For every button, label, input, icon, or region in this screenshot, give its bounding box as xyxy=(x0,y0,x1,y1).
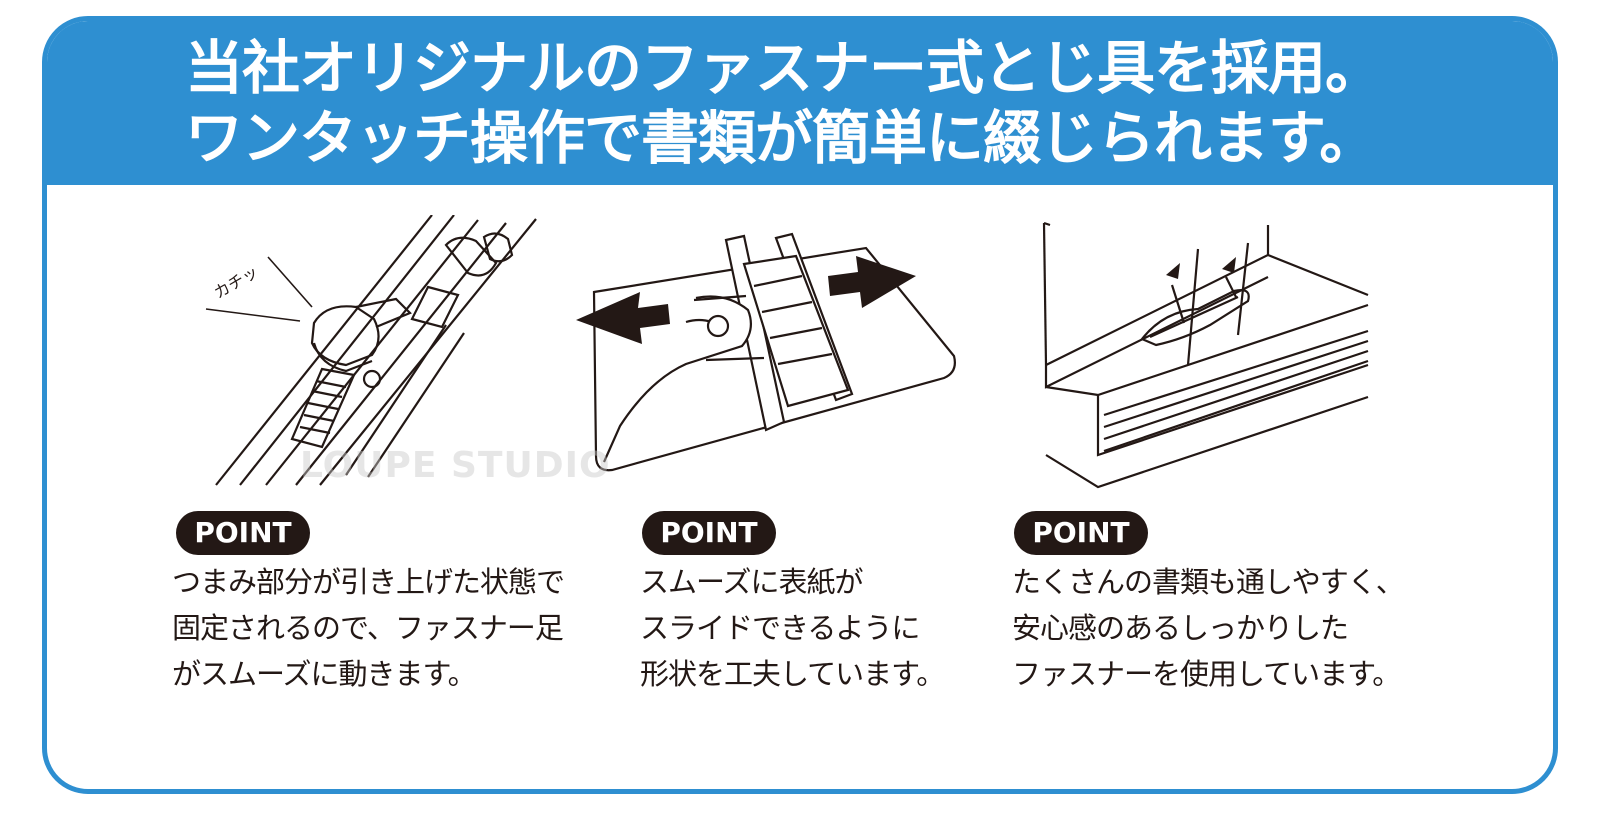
point-1-line-3: がスムーズに動きます。 xyxy=(172,657,477,691)
point-description-2: スムーズに表紙が スライドできるように 形状を工夫しています。 xyxy=(640,559,945,697)
headline-line-2: ワンタッチ操作で書類が簡単に綴じられます。 xyxy=(185,104,1377,172)
point-badge-1: POINT xyxy=(176,511,310,555)
heading-banner: 当社オリジナルのファスナー式とじ具を採用。 ワンタッチ操作で書類が簡単に綴じられ… xyxy=(47,21,1553,185)
point-description-3: たくさんの書類も通しやすく、 安心感のあるしっかりした ファスナーを使用していま… xyxy=(1012,559,1405,697)
paper-stack-illustration xyxy=(1038,215,1388,495)
point-2-line-1: スムーズに表紙が xyxy=(640,565,864,599)
headline-line-1: 当社オリジナルのファスナー式とじ具を採用。 xyxy=(185,34,1383,102)
point-2-line-2: スライドできるように xyxy=(640,611,920,645)
click-sound-label: カチッ xyxy=(211,262,262,302)
point-3-line-1: たくさんの書類も通しやすく、 xyxy=(1012,565,1405,599)
feature-card: 当社オリジナルのファスナー式とじ具を採用。 ワンタッチ操作で書類が簡単に綴じられ… xyxy=(42,16,1558,794)
point-3-line-3: ファスナーを使用しています。 xyxy=(1012,657,1401,691)
point-1-line-2: 固定されるので、ファスナー足 xyxy=(172,611,564,645)
watermark-text: LOUPE STUDIO xyxy=(300,445,611,486)
point-1-line-1: つまみ部分が引き上げた状態で xyxy=(172,565,565,599)
point-2-line-3: 形状を工夫しています。 xyxy=(640,657,945,691)
point-3-line-2: 安心感のあるしっかりした xyxy=(1012,611,1349,645)
point-badge-3: POINT xyxy=(1014,511,1148,555)
point-badge-2: POINT xyxy=(642,511,776,555)
cover-slide-illustration xyxy=(566,230,986,475)
point-description-1: つまみ部分が引き上げた状態で 固定されるので、ファスナー足 がスムーズに動きます… xyxy=(172,559,565,697)
fastener-lock-illustration: カチッ xyxy=(196,215,546,490)
